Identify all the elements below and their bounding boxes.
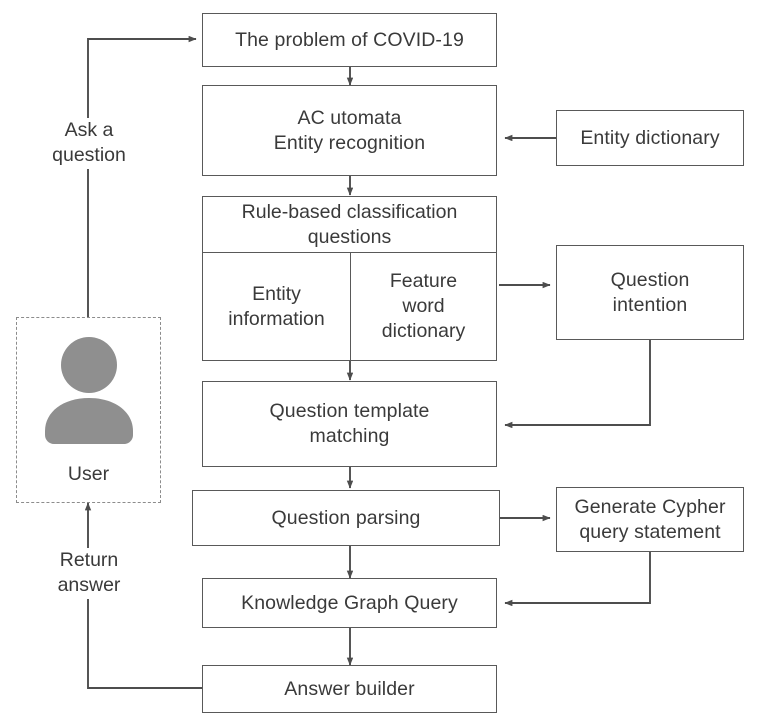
node-rule-based-classification[interactable]: Rule-based classification questions Enti… bbox=[202, 196, 497, 361]
node-knowledge-graph-query[interactable]: Knowledge Graph Query bbox=[202, 578, 497, 628]
node-answer-builder[interactable]: Answer builder bbox=[202, 665, 497, 713]
edge-label-ask-a-question: Ask a question bbox=[14, 118, 164, 169]
node-question-template-matching[interactable]: Question template matching bbox=[202, 381, 497, 467]
node-generate-cypher-query-statement[interactable]: Generate Cypher query statement bbox=[556, 487, 744, 552]
user-group[interactable]: User bbox=[16, 317, 161, 503]
user-label: User bbox=[67, 463, 110, 485]
edge-cypher-to-kgquery bbox=[504, 552, 651, 607]
node-the-problem-of-covid19[interactable]: The problem of COVID-19 bbox=[202, 13, 497, 67]
node-question-intention[interactable]: Question intention bbox=[556, 245, 744, 340]
edge-label-return-answer: Return answer bbox=[14, 548, 164, 599]
node-entity-dictionary[interactable]: Entity dictionary bbox=[556, 110, 744, 166]
edge-intention-to-template bbox=[504, 340, 651, 429]
person-icon bbox=[44, 337, 133, 444]
rule-based-header: Rule-based classification questions bbox=[203, 197, 496, 253]
node-ac-automata-entity-recognition[interactable]: AC utomata Entity recognition bbox=[202, 85, 497, 176]
cell-entity-information[interactable]: Entity information bbox=[228, 282, 325, 330]
node-question-parsing[interactable]: Question parsing bbox=[192, 490, 500, 546]
cell-feature-word-dictionary[interactable]: Feature word dictionary bbox=[350, 253, 496, 360]
edge-user-to-problem bbox=[87, 35, 197, 317]
